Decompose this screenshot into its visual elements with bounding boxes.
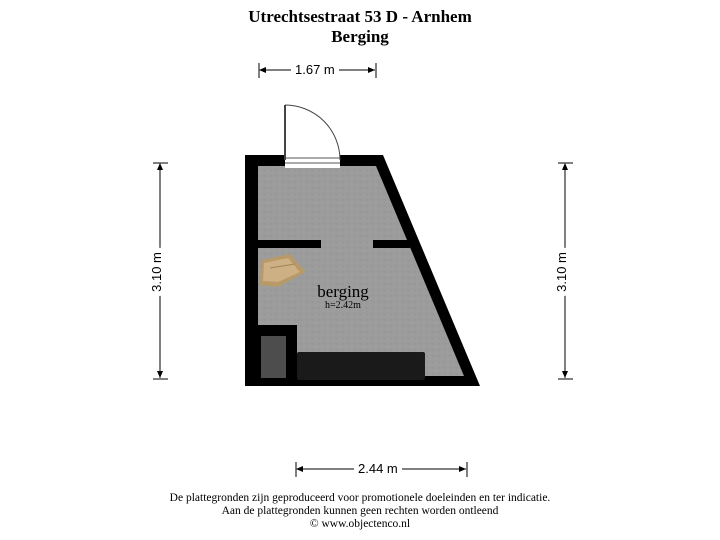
plan-title-address: Utrechtsestraat 53 D - Arnhem (248, 7, 472, 26)
partition-wall-left (258, 240, 321, 248)
footer-disclaimer-1: De plattegronden zijn geproduceerd voor … (169, 492, 551, 504)
niche-inner (261, 336, 286, 378)
footer-disclaimer-2: Aan de plattegronden kunnen geen rechten… (221, 505, 499, 517)
dimension-top-label: 1.67 m (291, 63, 339, 77)
room-name-label: berging h=2.42m (290, 283, 396, 311)
partition-wall-right (373, 240, 410, 248)
room-height: h=2.42m (325, 300, 361, 311)
room-name: berging (317, 282, 369, 301)
dimension-left-label: 3.10 m (149, 248, 164, 296)
cardboard-boxes (260, 254, 306, 287)
footer-copyright: © www.objectenco.nl (309, 518, 411, 530)
dimension-right-label: 3.10 m (554, 248, 569, 296)
door-opening (285, 153, 340, 168)
storage-bench (297, 352, 425, 380)
door-swing (284, 104, 341, 161)
plan-title-floor: Berging (331, 27, 389, 46)
dimension-bottom-label: 2.44 m (354, 462, 402, 476)
room-floor (258, 166, 464, 376)
